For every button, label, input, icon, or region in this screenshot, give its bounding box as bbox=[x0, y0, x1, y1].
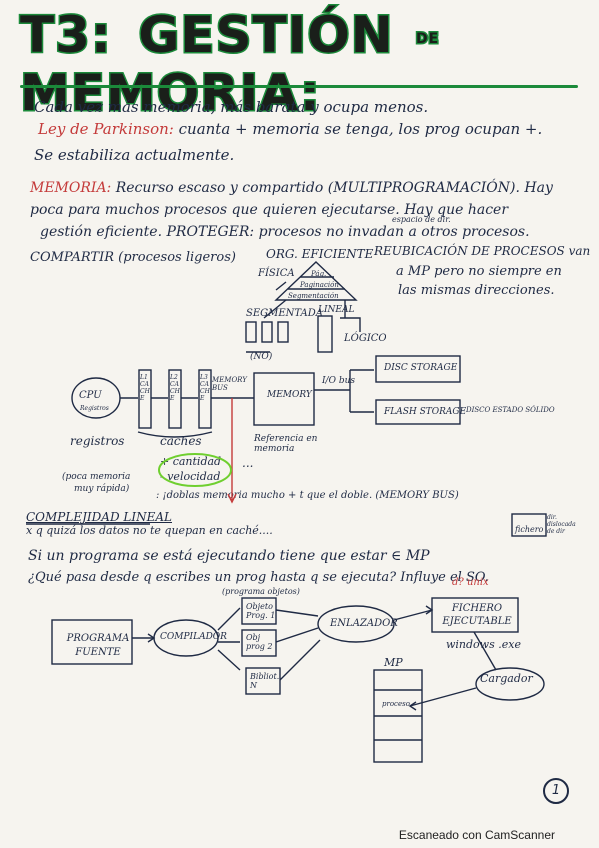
objeto-2-box bbox=[241, 629, 277, 657]
segmentada-label: SEGMENTADA bbox=[246, 308, 324, 319]
triangle-row-1: Pág. bbox=[311, 270, 327, 278]
org-eficiente: ORG. EFICIENTE bbox=[266, 247, 374, 261]
note-line-5: poca para muchos procesos que quieren ej… bbox=[30, 202, 509, 218]
title-memoria: MEMORIA: bbox=[19, 63, 322, 124]
registros-label: registros bbox=[70, 434, 125, 448]
note-line-6: gestión eficiente. PROTEGER: procesos no… bbox=[40, 224, 530, 240]
compilador-ellipse bbox=[153, 619, 219, 657]
complejidad-line-2: x q quizá los datos no te quepan en cach… bbox=[26, 524, 273, 537]
memory-bus-label: MEMORY BUS bbox=[212, 376, 247, 392]
fichero-ejecutable-box bbox=[431, 597, 519, 633]
disc-storage-label: DISC STORAGE bbox=[384, 363, 458, 373]
fichero-icon-box bbox=[511, 513, 547, 537]
enlazador-ellipse bbox=[317, 605, 395, 643]
memoria-label: MEMORIA: bbox=[30, 180, 112, 196]
poca-memoria: (poca memoria bbox=[62, 472, 131, 482]
biblioteca-box bbox=[245, 667, 281, 695]
mp-label: MP bbox=[384, 656, 403, 669]
org-triangle bbox=[274, 261, 358, 301]
title-underline bbox=[20, 85, 578, 88]
note-line-1: Cada vez más memoria, más barata y ocupa… bbox=[34, 98, 429, 116]
ssd-label: DISCO ESTADO SÓLIDO bbox=[466, 406, 555, 414]
note-line-4: MEMORIA: Recurso escaso y compartido (MU… bbox=[30, 180, 553, 196]
objeto-1-box bbox=[241, 597, 277, 625]
objeto-1-label: Objeto Prog. 1 bbox=[246, 602, 276, 620]
parkinson-law-text: cuanta + memoria se tenga, los prog ocup… bbox=[178, 120, 543, 138]
triangle-row-2: Paginación bbox=[300, 281, 339, 289]
cargador-label: Cargador bbox=[480, 672, 533, 685]
parkinson-law-label: Ley de Parkinson: bbox=[38, 120, 174, 138]
windows-exe-label: windows .exe bbox=[446, 638, 521, 651]
complejidad-line-4: ¿Qué pasa desde q escribes un prog hasta… bbox=[28, 570, 489, 585]
programa-fuente-box bbox=[51, 619, 133, 665]
memoria-text: Recurso escaso y compartido (MULTIPROGRA… bbox=[115, 180, 553, 196]
enlazador-label: ENLAZADOR bbox=[330, 618, 398, 629]
title-gestion: GESTIÓN bbox=[137, 5, 394, 66]
page-number: 1 bbox=[543, 778, 569, 804]
note-line-9: las mismas direcciones. bbox=[398, 283, 555, 298]
referencia-label: Referencia en memoria bbox=[254, 434, 318, 454]
dir-note: dir. dislocada de dir bbox=[547, 514, 576, 535]
l1-cache bbox=[138, 369, 152, 429]
programa-objetos-label: (programa objetos) bbox=[222, 587, 300, 596]
io-bus-label: I/O bus bbox=[322, 376, 356, 386]
disc-storage-box bbox=[375, 355, 461, 383]
title-de: DE bbox=[415, 29, 440, 48]
reubicacion: REUBICACIÓN DE PROCESOS van bbox=[374, 244, 591, 258]
note-line-7: COMPARTIR (procesos ligeros) bbox=[30, 250, 236, 265]
note-line-8: a MP pero no siempre en bbox=[396, 264, 562, 279]
fisica-label: FÍSICA bbox=[258, 268, 295, 279]
flash-storage-label: FLASH STORAGE bbox=[384, 407, 467, 417]
logico-label: LÓGICO bbox=[344, 333, 387, 344]
memory-label: MEMORY bbox=[267, 390, 312, 400]
note-line-2: Ley de Parkinson: cuanta + memoria se te… bbox=[38, 120, 542, 138]
biblioteca-label: Bibliot. N bbox=[250, 672, 280, 690]
ellipsis: ... bbox=[242, 456, 254, 470]
cargador-ellipse bbox=[475, 667, 545, 701]
l3-cache-label: L3 CACHE bbox=[200, 374, 210, 402]
cpu-label: CPU bbox=[79, 390, 102, 401]
complejidad-rest: : ¡doblas memoria mucho + t que el doble… bbox=[156, 490, 459, 501]
fichero-box-label: fichero bbox=[515, 525, 544, 534]
l2-cache-label: L2 CACHE bbox=[170, 374, 180, 402]
l1-cache-label: L1 CACHE bbox=[140, 374, 150, 402]
menos-velocidad: - velocidad bbox=[160, 470, 221, 483]
proceso-label: proceso bbox=[382, 700, 410, 708]
mas-cantidad: + cantidad bbox=[160, 455, 222, 468]
note-line-3: Se estabiliza actualmente. bbox=[34, 146, 235, 164]
l2-cache bbox=[168, 369, 182, 429]
page-title: T3: GESTIÓN DE MEMORIA: bbox=[19, 5, 599, 124]
flash-storage-box bbox=[375, 399, 461, 425]
lineal-label: LINEAL bbox=[318, 305, 355, 315]
complejidad-heading: COMPLEJIDAD LINEAL bbox=[26, 510, 172, 524]
cpu-registros-label: Registros bbox=[80, 405, 109, 412]
scanner-watermark: Escaneado con CamScanner bbox=[398, 828, 555, 842]
memory-box bbox=[253, 372, 315, 426]
programa-fuente-label: PROGRAMA FUENTE bbox=[66, 633, 130, 658]
l3-cache bbox=[198, 369, 212, 429]
triangle-row-3: Segmentación bbox=[288, 292, 339, 300]
no-label: (NO) bbox=[250, 352, 273, 362]
note-dir-space: espacio de dir. bbox=[392, 215, 451, 224]
unix-note: d? unix bbox=[452, 577, 489, 588]
compilador-label: COMPILADOR bbox=[160, 632, 227, 642]
fichero-ejecutable-label: FICHERO EJECUTABLE bbox=[442, 603, 512, 627]
muy-rapida: muy rápida) bbox=[74, 484, 130, 494]
complejidad-line-3: Si un programa se está ejecutando tiene … bbox=[28, 548, 430, 564]
title-t3: T3: bbox=[19, 5, 113, 66]
objeto-2-label: Obj prog 2 bbox=[246, 633, 273, 651]
cpu-ellipse bbox=[71, 377, 121, 419]
